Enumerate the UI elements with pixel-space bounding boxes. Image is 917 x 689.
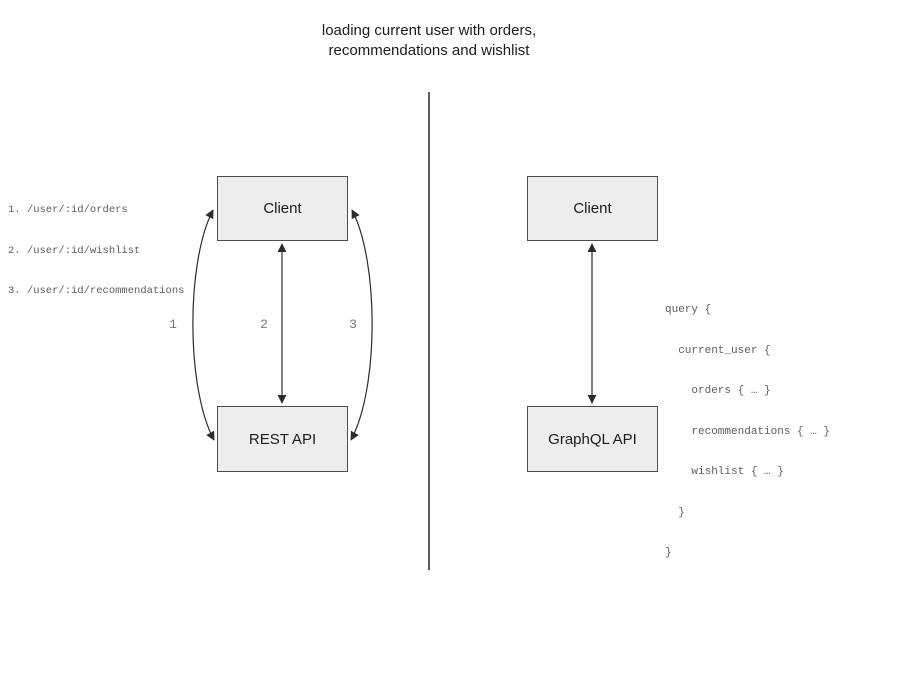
- rest-api-box-label: REST API: [248, 430, 317, 448]
- rest-endpoints-list: 1. /user/:id/orders 2. /user/:id/wishlis…: [8, 177, 184, 326]
- graphql-query-line: recommendations { … }: [665, 425, 831, 438]
- arrow-label-3: 3: [349, 317, 357, 332]
- graphql-query-line: query {: [665, 304, 712, 316]
- graphql-query-line: }: [665, 547, 672, 559]
- rest-client-box-label: Client: [263, 200, 302, 217]
- graphql-query-line: orders { … }: [665, 385, 771, 397]
- graphql-query-line: }: [665, 506, 685, 519]
- graphql-api-box: GraphQL API: [527, 406, 658, 472]
- rest-arrow-orders: [192, 209, 215, 441]
- panel-divider-line: [428, 92, 430, 570]
- rest-api-box: REST API: [217, 406, 348, 472]
- diagram-title: loading current user with orders, recomm…: [229, 21, 629, 61]
- graphql-client-box: Client: [527, 176, 658, 241]
- rest-client-box: Client: [217, 176, 348, 241]
- arrow-label-2: 2: [260, 317, 268, 332]
- graphql-query-snippet: query { current_user { orders { … } reco…: [665, 277, 830, 588]
- arrow-label-1: 1: [169, 317, 177, 332]
- graphql-api-box-label: GraphQL API: [548, 430, 637, 448]
- graphql-query-line: current_user {: [665, 344, 771, 357]
- rest-endpoint-wishlist: 2. /user/:id/wishlist: [8, 244, 141, 257]
- diagram-title-line1: loading current user with orders,: [321, 22, 537, 39]
- graphql-client-box-label: Client: [573, 200, 612, 217]
- rest-endpoint-orders: 1. /user/:id/orders: [8, 204, 128, 216]
- graphql-query-line: wishlist { … }: [665, 466, 784, 478]
- diagram-title-line2: recommendations and wishlist: [328, 42, 530, 59]
- rest-endpoint-recommendations: 3. /user/:id/recommendations: [8, 285, 185, 297]
